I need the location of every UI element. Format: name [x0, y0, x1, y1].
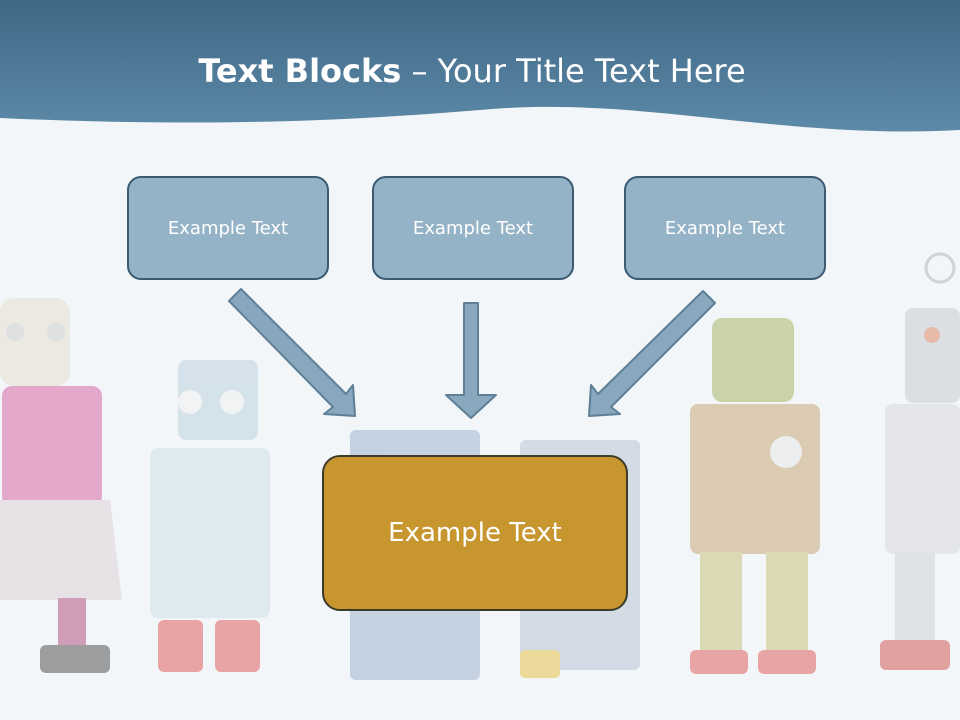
slide-title: Text Blocks – Your Title Text Here — [0, 52, 944, 90]
robot-figure-4 — [690, 318, 820, 674]
arrow-down-center — [445, 302, 497, 419]
robot-figure-1 — [0, 298, 122, 673]
slide-title-bold: Text Blocks — [198, 52, 402, 90]
robot-figure-5 — [880, 252, 960, 670]
center-text-block-label: Example Text — [388, 518, 562, 548]
text-block-2-label: Example Text — [412, 217, 534, 239]
text-block-3-label: Example Text — [664, 217, 786, 239]
text-block-1-label: Example Text — [167, 217, 289, 239]
slide-title-rest: – Your Title Text Here — [401, 52, 746, 90]
center-text-block: Example Text — [322, 455, 628, 611]
arrow-left-diagonal — [228, 288, 356, 417]
text-block-2: Example Text — [372, 176, 574, 280]
text-block-1: Example Text — [127, 176, 329, 280]
text-block-3: Example Text — [624, 176, 826, 280]
arrow-right-diagonal — [588, 290, 716, 417]
arrows — [228, 288, 716, 419]
robot-figure-2 — [150, 360, 270, 672]
header-banner — [0, 0, 960, 132]
